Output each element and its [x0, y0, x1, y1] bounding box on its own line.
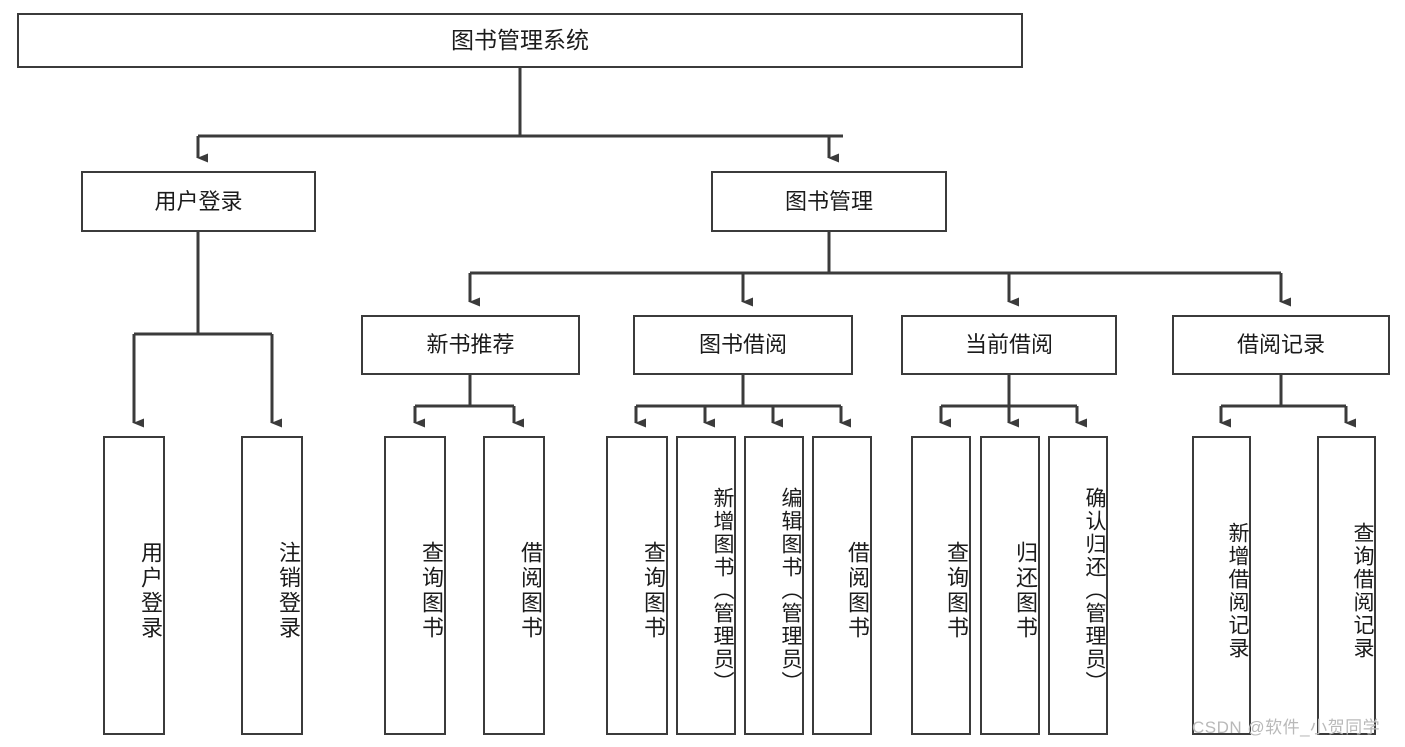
leaf-borrow-query-book[interactable]: 查询图书: [606, 436, 668, 735]
leaf-borrow-add-book[interactable]: 新增图书（管理员）: [676, 436, 736, 735]
leaf-borrow-edit-book[interactable]: 编辑图书（管理员）: [744, 436, 804, 735]
leaf-current-return-book[interactable]: 归还图书: [980, 436, 1040, 735]
leaf-record-query-record[interactable]: 查询借阅记录: [1317, 436, 1376, 735]
leaf-borrow-borrow-book[interactable]: 借阅图书: [812, 436, 872, 735]
node-borrow-record[interactable]: 借阅记录: [1172, 315, 1390, 375]
node-book-borrow[interactable]: 图书借阅: [633, 315, 853, 375]
leaf-current-query-book[interactable]: 查询图书: [911, 436, 971, 735]
leaf-current-confirm-return[interactable]: 确认归还（管理员）: [1048, 436, 1108, 735]
node-root-system[interactable]: 图书管理系统: [17, 13, 1023, 68]
node-current-borrow[interactable]: 当前借阅: [901, 315, 1117, 375]
leaf-user-logout[interactable]: 注销登录: [241, 436, 303, 735]
leaf-recommend-borrow-book[interactable]: 借阅图书: [483, 436, 545, 735]
leaf-record-add-record[interactable]: 新增借阅记录: [1192, 436, 1251, 735]
watermark-text: CSDN @软件_小贺同学: [1192, 718, 1381, 737]
node-user-login[interactable]: 用户登录: [81, 171, 316, 232]
leaf-recommend-query-book[interactable]: 查询图书: [384, 436, 446, 735]
node-book-management[interactable]: 图书管理: [711, 171, 947, 232]
node-new-book-recommend[interactable]: 新书推荐: [361, 315, 580, 375]
leaf-user-login[interactable]: 用户登录: [103, 436, 165, 735]
